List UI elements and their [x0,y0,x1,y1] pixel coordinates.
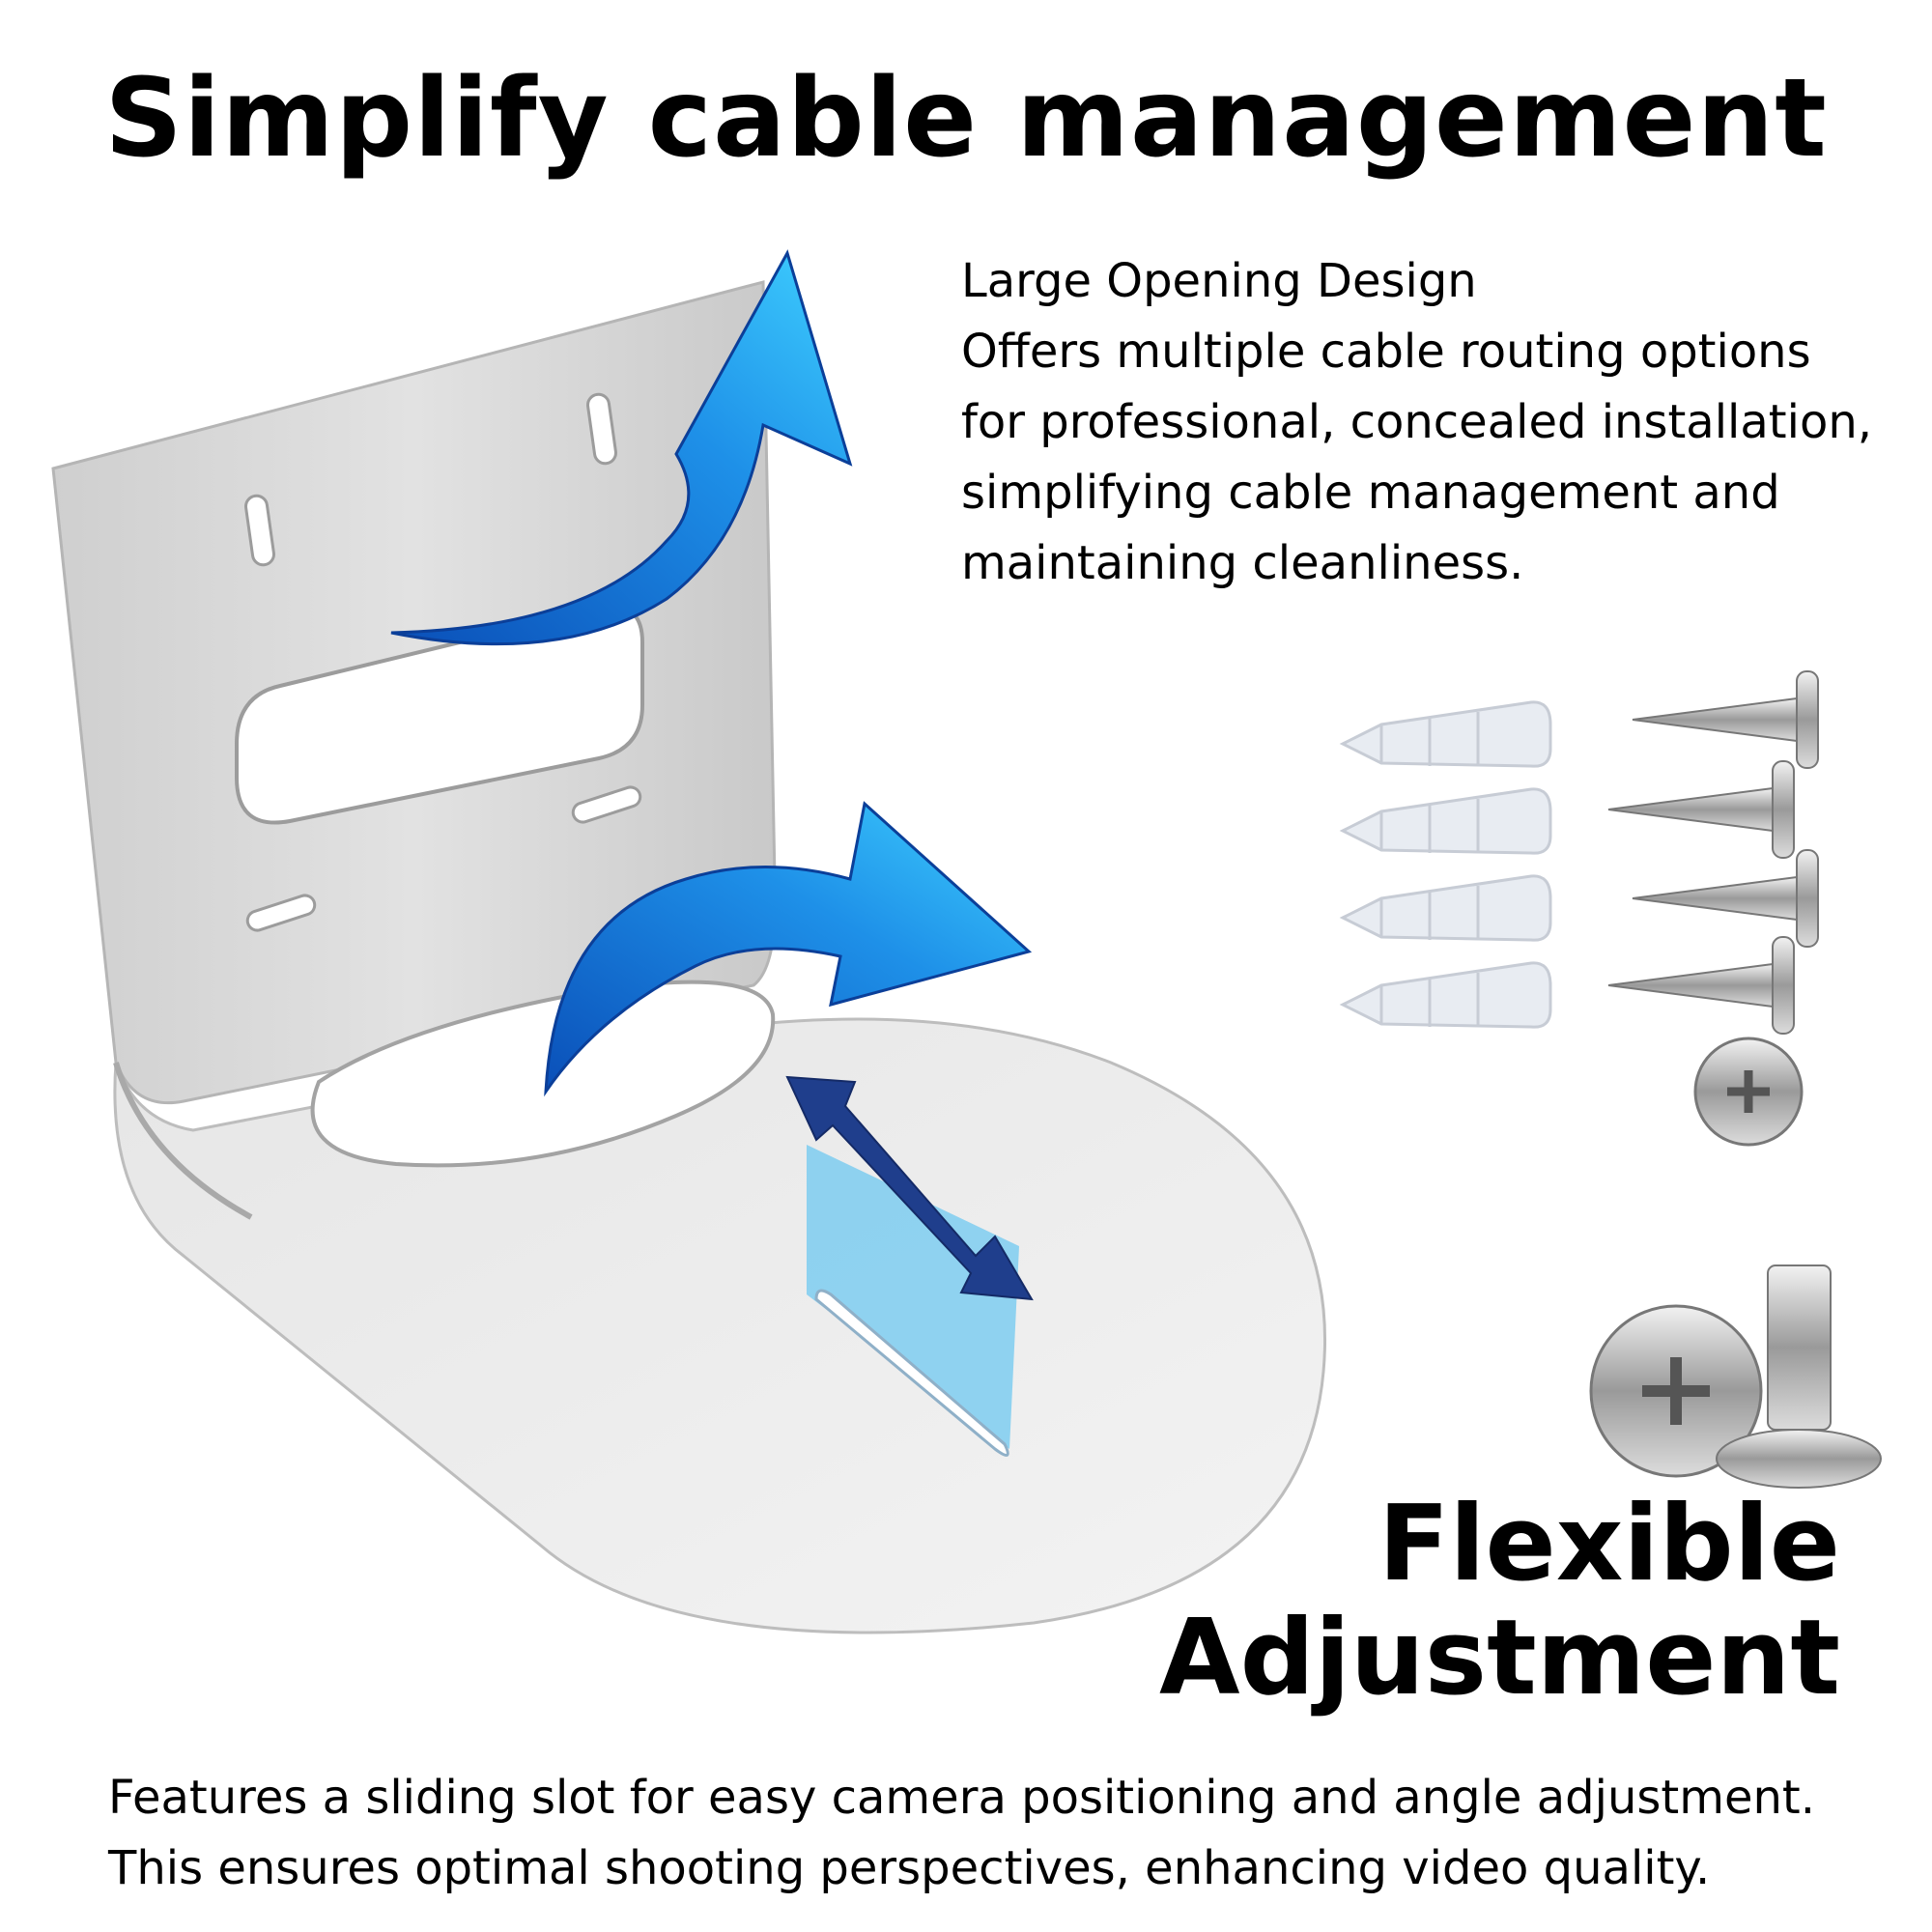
double-arrow-icon [785,1075,1034,1301]
page-title: Simplify cable management [104,56,1828,182]
wall-anchor-icon [1339,700,1552,1029]
feature-text-line: simplifying cable management and [961,466,1780,520]
feature-text-line: Offers multiple cable routing options [961,325,1811,379]
feature-text-line: for professional, concealed installation… [961,395,1873,449]
curved-arrow-icon [544,801,1033,1097]
wall-bracket-illustration [51,280,1326,1634]
adjustment-heading: Flexible Adjustment [971,1488,1840,1716]
curved-arrow-icon [390,249,853,646]
feature-text-line: This ensures optimal shooting perspectiv… [108,1841,1711,1895]
adjustment-description: Features a sliding slot for easy camera … [108,1763,1905,1904]
heading-line: Adjustment [1158,1598,1840,1719]
heading-line: Flexible [1378,1484,1840,1605]
cable-opening-feature: Large Opening Design Offers multiple cab… [961,246,1918,599]
screw-icon [1589,670,1882,1489]
feature-heading: Large Opening Design [961,254,1477,308]
feature-text-line: maintaining cleanliness. [961,536,1524,590]
sliding-slot [807,1145,1019,1449]
feature-text-line: Features a sliding slot for easy camera … [108,1771,1815,1825]
